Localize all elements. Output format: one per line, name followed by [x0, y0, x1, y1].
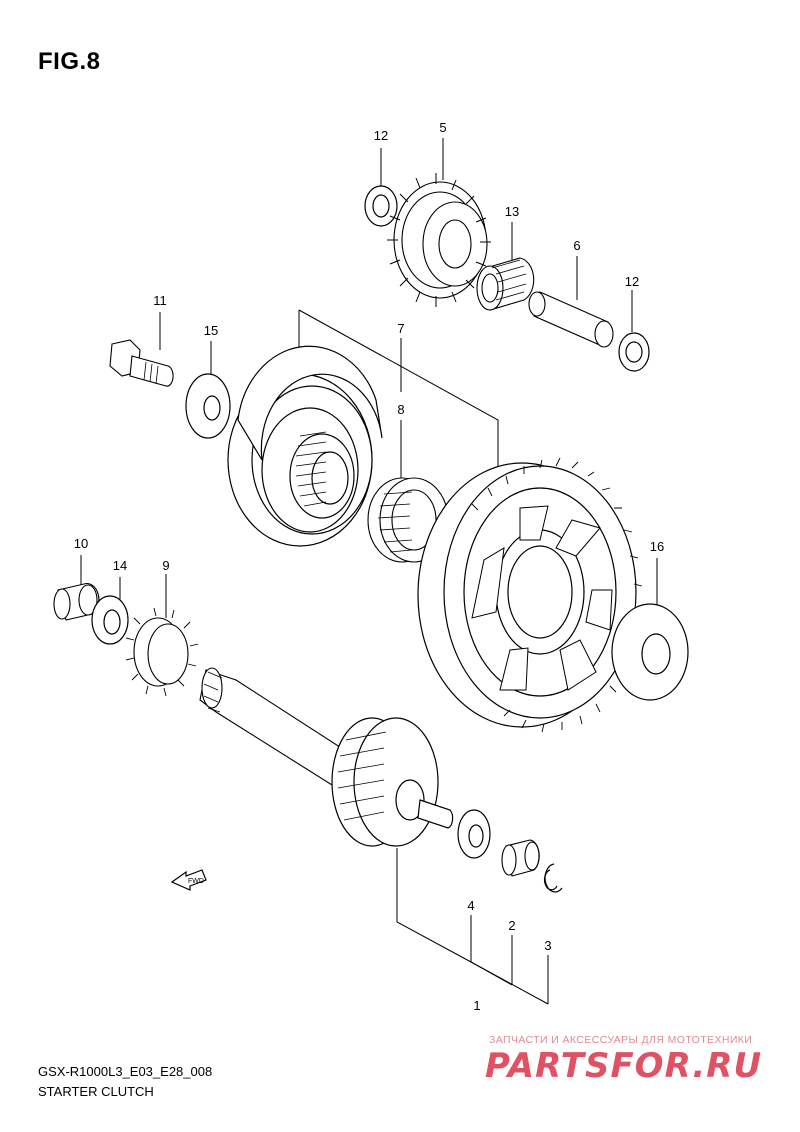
washer-16: [611, 603, 689, 701]
shaft-6: [528, 291, 614, 348]
callout-12-right: 12: [625, 274, 639, 289]
callout-14: 14: [113, 558, 127, 573]
starter-clutch-shaft: [199, 667, 361, 791]
washer-14: [91, 595, 129, 645]
washer-4: [457, 809, 491, 859]
arrow-left-icon: [170, 869, 207, 891]
leader-lines: [80, 138, 658, 1005]
callout-2: 2: [508, 918, 515, 933]
callout-16: 16: [650, 539, 664, 554]
callout-4: 4: [467, 898, 474, 913]
fwd-direction-marker: FWD: [170, 869, 207, 891]
needle-bearing-13: [476, 257, 535, 311]
callout-11: 11: [153, 293, 167, 308]
watermark-logo: PARTSFOR.RU: [485, 1046, 763, 1086]
watermark-tagline: ЗАПЧАСТИ И АКСЕССУАРЫ ДЛЯ МОТОТЕХНИКИ: [489, 1034, 753, 1046]
callout-5: 5: [439, 120, 446, 135]
callout-8: 8: [397, 402, 404, 417]
circlip-3: [543, 863, 563, 893]
callout-10: 10: [74, 536, 88, 551]
callout-9: 9: [162, 558, 169, 573]
callout-12-top: 12: [374, 128, 388, 143]
washer-12-right: [618, 332, 650, 372]
model-code: GSX-R1000L3_E03_E28_008: [38, 1064, 213, 1079]
callout-6: 6: [573, 238, 580, 253]
callout-1: 1: [473, 998, 480, 1013]
starter-clutch-drum: [331, 717, 454, 847]
gear-9: [125, 607, 199, 697]
callout-3: 3: [544, 938, 551, 953]
diagram-title: STARTER CLUTCH: [38, 1084, 154, 1099]
fwd-label: FWD: [188, 878, 204, 885]
needle-bearing-8: [367, 477, 449, 563]
callout-7: 7: [397, 321, 404, 336]
callout-13: 13: [505, 204, 519, 219]
gear-5: [387, 173, 491, 307]
bolt-11: [109, 339, 174, 387]
starter-driven-gear: [417, 457, 643, 733]
washer-12-top: [364, 185, 398, 227]
bushing-2: [501, 839, 540, 877]
clutch-housing-7: [227, 345, 383, 547]
figure-title: FIG.8: [38, 48, 101, 75]
callout-numbers: 1 2 3 4 5 6 7 8 9 10 11 12 12 13 14 15 1…: [74, 120, 664, 1013]
washer-15: [185, 373, 231, 439]
callout-15: 15: [204, 323, 218, 338]
